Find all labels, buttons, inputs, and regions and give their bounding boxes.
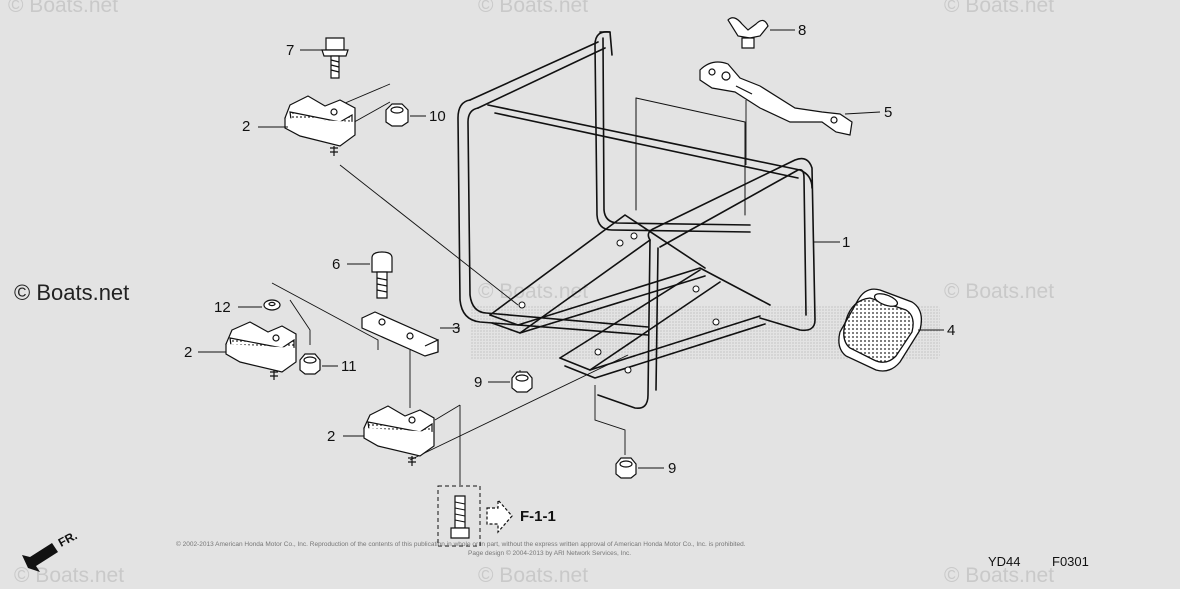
washer-part-12 bbox=[263, 299, 281, 311]
callout-11: 11 bbox=[341, 358, 357, 375]
watermark-bottom-right: © Boats.net bbox=[944, 564, 1055, 587]
callout-leaders bbox=[198, 29, 944, 469]
callout-2-top: 2 bbox=[242, 118, 251, 135]
watermark-mid-center: © Boats.net bbox=[478, 280, 589, 303]
watermark-mid-right: © Boats.net bbox=[944, 280, 1055, 303]
callout-5: 5 bbox=[884, 104, 893, 121]
front-direction-arrow bbox=[22, 543, 58, 572]
callout-10: 10 bbox=[429, 108, 446, 125]
nut-part-11 bbox=[299, 353, 321, 375]
callout-9-lower: 9 bbox=[668, 460, 677, 477]
callout-8: 8 bbox=[798, 22, 807, 39]
diagram-code-right: F0301 bbox=[1052, 554, 1089, 569]
copyright-line-2: Page design © 2004-2013 by ARI Network S… bbox=[468, 550, 632, 557]
copyright-line-1: © 2002-2013 American Honda Motor Co., In… bbox=[176, 541, 746, 548]
reference-bolt-box bbox=[437, 485, 481, 547]
rubber-mount-part-2-bottom bbox=[363, 405, 435, 466]
reference-arrow bbox=[486, 498, 513, 534]
callout-2-bottom: 2 bbox=[327, 428, 336, 445]
callout-6: 6 bbox=[332, 256, 341, 273]
rubber-mount-part-2-mid bbox=[225, 321, 297, 380]
watermark-bottom-left: © Boats.net bbox=[14, 564, 125, 587]
nut-part-9-lower bbox=[615, 457, 637, 479]
reference-label: F-1-1 bbox=[520, 508, 556, 525]
callout-9-upper: 9 bbox=[474, 374, 483, 391]
callout-7: 7 bbox=[286, 42, 295, 59]
plate-part-3 bbox=[361, 311, 439, 357]
bolt-part-6 bbox=[371, 251, 393, 299]
nut-part-10 bbox=[385, 103, 409, 127]
callout-3: 3 bbox=[452, 320, 461, 337]
watermark-top-left: © Boats.net bbox=[8, 0, 119, 17]
rubber-mount-part-2-top bbox=[284, 95, 356, 156]
honda-logo-watermark bbox=[470, 305, 940, 360]
watermark-top-right: © Boats.net bbox=[944, 0, 1055, 17]
nut-part-9-upper bbox=[511, 371, 533, 393]
bolt-part-7 bbox=[321, 37, 349, 79]
watermark-top-center: © Boats.net bbox=[478, 0, 589, 17]
callout-1: 1 bbox=[842, 234, 851, 251]
diagram-code-left: YD44 bbox=[988, 554, 1021, 569]
watermark-primary: © Boats.net bbox=[14, 280, 130, 305]
bracket-part-5 bbox=[699, 61, 853, 136]
frame-part-1 bbox=[457, 30, 816, 410]
wing-nut-part-8 bbox=[727, 17, 769, 49]
grip-part-4 bbox=[838, 288, 923, 372]
frame-mounting-holes bbox=[518, 232, 720, 374]
callout-12: 12 bbox=[214, 299, 231, 316]
watermark-bottom-center: © Boats.net bbox=[478, 564, 589, 587]
callout-4: 4 bbox=[947, 322, 956, 339]
callout-2-mid: 2 bbox=[184, 344, 193, 361]
